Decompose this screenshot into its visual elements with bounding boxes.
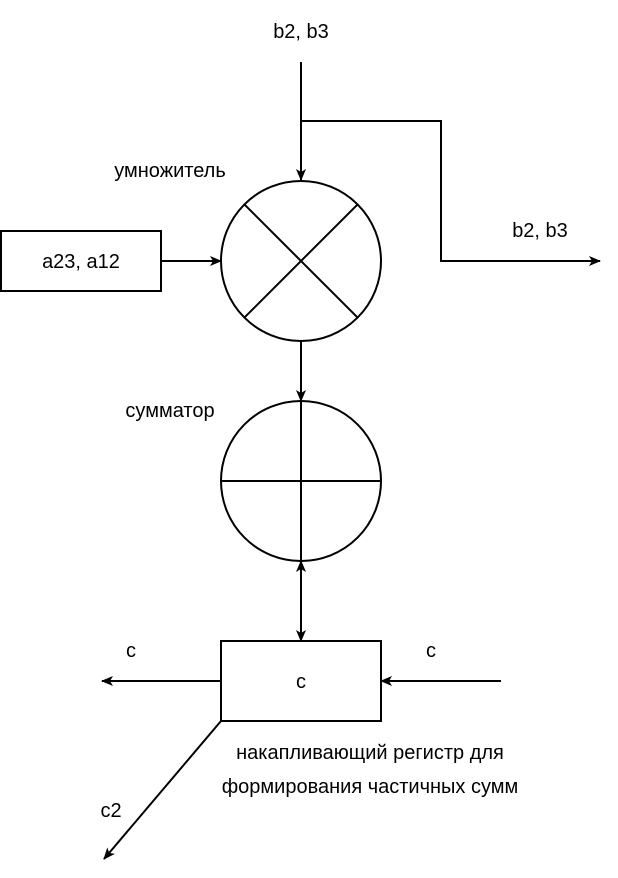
left-output-label: c [126,640,136,662]
b-passthrough-arrow [301,120,601,266]
a-coefficient-label: a23, a12 [42,251,120,273]
adder-label: сумматор [125,400,214,422]
register-label: c [296,671,306,693]
right-input-label: c [426,640,436,662]
right-output-label: b2, b3 [512,220,568,242]
top-input-label: b2, b3 [273,21,329,43]
register-caption-line2: формирования частичных сумм [222,776,519,798]
multiplier-circle [220,180,382,342]
register-caption-line1: накапливающий регистр для [236,742,504,764]
adder-circle [220,400,382,562]
diagonal-output-arrow [103,720,222,860]
multiplier-label: умножитель [114,160,226,182]
diagonal-output-label: c2 [100,800,121,822]
